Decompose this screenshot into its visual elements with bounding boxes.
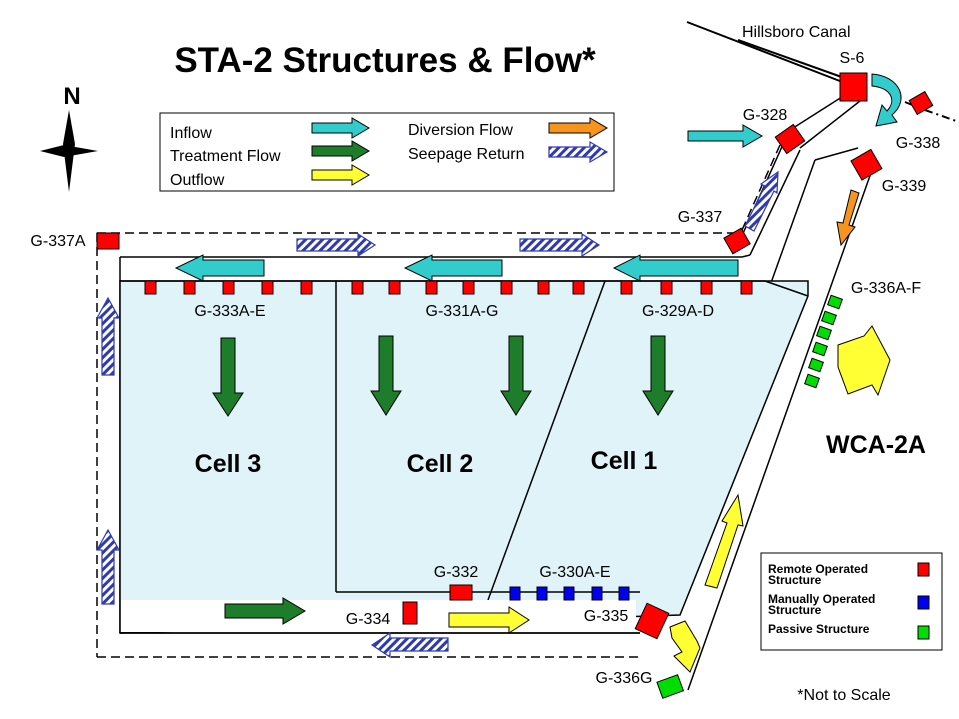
cell1-label: Cell 1: [591, 447, 658, 475]
legend-passive-label: Passive Structure: [768, 622, 870, 636]
north-label: N: [63, 83, 80, 110]
legend-inflow-label: Inflow: [170, 125, 212, 142]
g337-label: G-337: [678, 209, 723, 226]
s6-inflow-curve: [871, 73, 902, 127]
treatment-arrow-bottom: [224, 597, 306, 625]
cell3-label: Cell 3: [195, 450, 262, 478]
g336af-label: G-336A-F: [851, 280, 921, 297]
passive-structures: [656, 294, 843, 699]
g329-label: G-329A-D: [642, 303, 714, 320]
scale-note: *Not to Scale: [797, 687, 890, 704]
seepage-arrow-left-lower: [95, 528, 121, 605]
g329-gates: [620, 280, 753, 295]
legend-outflow-label: Outflow: [170, 172, 225, 189]
treatment-arrow-cell1: [642, 335, 674, 416]
seepage-canal: [96, 144, 781, 658]
g336f-structure: [804, 373, 820, 389]
treatment-arrow-cell2a: [370, 335, 402, 416]
legend-treatment-label: Treatment Flow: [170, 148, 281, 165]
s6-structure: [839, 72, 868, 102]
seepage-arrow-top-right: [519, 232, 601, 258]
remote-structures: [96, 72, 934, 640]
g333-gates: [144, 280, 313, 295]
outflow-arrow-wca2a: [837, 325, 891, 397]
seepage-arrows: [95, 170, 779, 659]
seepage-arrow-bottom: [370, 631, 449, 659]
legend-diversion-arrow: [548, 117, 608, 139]
g336a-structure: [827, 294, 843, 310]
hillsboro-canal: [686, 21, 959, 123]
g330-label: G-330A-E: [539, 564, 610, 581]
g337a-structure: [96, 232, 120, 250]
inflow-arrows: [174, 124, 763, 282]
legend-manual-swatch: [917, 595, 930, 610]
legend-diversion-label: Diversion Flow: [408, 122, 513, 139]
g332-structure: [449, 584, 473, 601]
diversion-arrow: [836, 189, 860, 247]
treatment-arrows: [212, 335, 674, 625]
legend-treatment-arrow: [311, 140, 370, 162]
g336g-label: G-336G: [596, 670, 653, 687]
legend-seepage-label: Seepage Return: [408, 146, 525, 163]
canal-label: Hillsboro Canal: [742, 24, 851, 41]
g335-structure: [634, 602, 670, 640]
g328-label: G-328: [743, 107, 788, 124]
g336c-structure: [816, 325, 832, 341]
g333-label: G-333A-E: [194, 303, 265, 320]
g334-structure: [402, 601, 418, 625]
g336b-structure: [821, 310, 837, 326]
inflow-arrow-cell2: [403, 254, 503, 282]
legend-remote-swatch: [917, 562, 930, 577]
legend-passive-swatch: [917, 625, 930, 640]
inflow-arrow-g328: [687, 124, 763, 148]
g336g-structure: [656, 674, 685, 699]
g331-label: G-331A-G: [426, 303, 499, 320]
g338-label: G-338: [896, 135, 941, 152]
outflow-arrows: [448, 325, 891, 673]
wca2a-label: WCA-2A: [826, 431, 926, 459]
g337-structure: [723, 227, 751, 255]
flow-legend: Inflow Treatment Flow Outflow Diversion …: [159, 112, 615, 192]
inflow-arrow-cell1: [612, 254, 739, 282]
outflow-arrow-bottom: [448, 606, 530, 634]
g336d-structure: [812, 341, 828, 357]
seepage-arrow-inflow-channel: [744, 170, 779, 232]
g332-label: G-332: [434, 564, 479, 581]
diagram-title: STA-2 Structures & Flow*: [174, 41, 596, 80]
legend-seepage-arrow: [548, 140, 609, 164]
seepage-arrow-left-upper: [95, 296, 121, 376]
g339-label: G-339: [882, 178, 927, 195]
g330-gates: [509, 586, 630, 601]
g331-gates: [351, 280, 585, 295]
outflow-arrow-discharge: [704, 493, 744, 589]
treatment-arrow-cell3: [212, 337, 244, 417]
g338-structure: [908, 90, 934, 116]
treatment-arrow-cell2b: [500, 335, 532, 416]
north-arrow-icon: N: [40, 83, 98, 192]
outflow-arrow-g335: [669, 620, 701, 673]
g328-structure: [774, 123, 806, 155]
s6-label: S-6: [840, 50, 865, 67]
g335-label: G-335: [584, 608, 629, 625]
legend-outflow-arrow: [311, 164, 370, 186]
cell2-label: Cell 2: [407, 450, 474, 478]
g337a-label: G-337A: [30, 233, 85, 250]
g334-label: G-334: [346, 611, 391, 628]
seepage-arrow-top-left: [296, 232, 377, 258]
inflow-arrow-cell3: [174, 254, 265, 282]
g339-structure: [850, 148, 883, 181]
legend-inflow-arrow: [311, 117, 370, 139]
g336e-structure: [808, 357, 824, 373]
